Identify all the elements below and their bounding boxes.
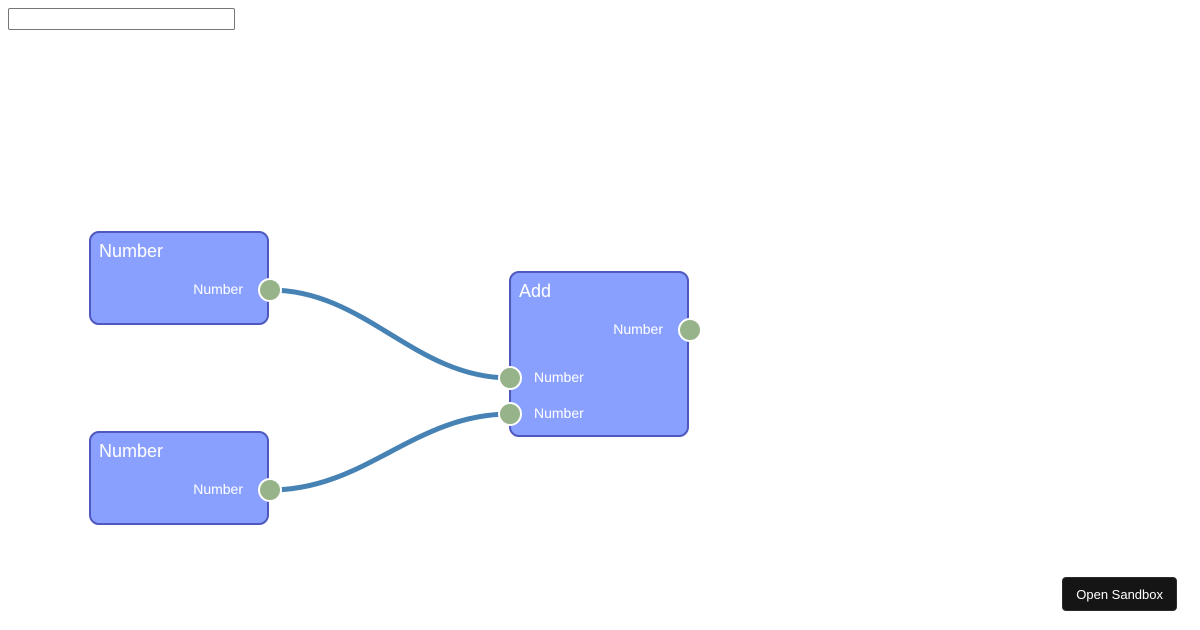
output-socket[interactable] <box>258 278 282 302</box>
output-label: Number <box>193 481 243 497</box>
output-label: Number <box>613 321 663 337</box>
add-node[interactable]: Add Number Number Number <box>498 271 702 437</box>
input-label-2: Number <box>534 405 584 421</box>
input-socket-1[interactable] <box>498 366 522 390</box>
number-node-1[interactable]: Number Number <box>89 231 282 325</box>
search-input[interactable] <box>8 8 235 30</box>
open-sandbox-button[interactable]: Open Sandbox <box>1062 577 1177 611</box>
number-node-2[interactable]: Number Number <box>89 431 282 525</box>
output-socket[interactable] <box>258 478 282 502</box>
input-socket-2[interactable] <box>498 402 522 426</box>
connection-number-2-to-add[interactable] <box>269 411 511 493</box>
input-label-1: Number <box>534 369 584 385</box>
node-title: Add <box>519 281 552 301</box>
connection-number-1-to-add[interactable] <box>269 287 511 381</box>
output-socket[interactable] <box>678 318 702 342</box>
node-title: Number <box>99 441 164 461</box>
output-label: Number <box>193 281 243 297</box>
node-title: Number <box>99 241 164 261</box>
